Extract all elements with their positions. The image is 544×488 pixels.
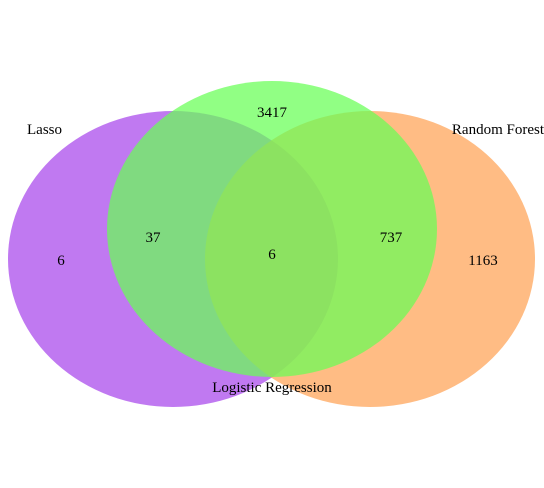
logistic-regression-set-label: Logistic Regression <box>212 380 332 396</box>
lasso-only-count: 6 <box>57 253 65 269</box>
lasso-set-label: Lasso <box>27 122 62 138</box>
lasso-logistic-regression-count: 37 <box>146 230 162 246</box>
all-three-count: 6 <box>268 247 276 263</box>
logistic-regression-set-ellipse <box>107 81 437 377</box>
random-forest-set-label: Random Forest <box>452 122 544 138</box>
logistic-regression-random-forest-count: 737 <box>380 230 403 246</box>
logistic-regression-only-count: 3417 <box>257 105 288 121</box>
random-forest-only-count: 1163 <box>468 253 497 269</box>
